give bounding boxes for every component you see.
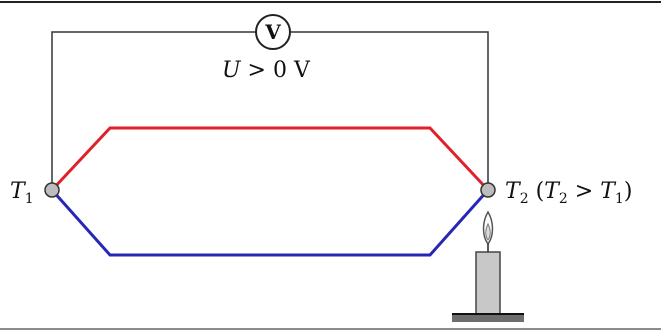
junction-left: [44, 182, 60, 198]
junction-right: [480, 182, 496, 198]
voltage-reading-label: U > 0 V: [222, 58, 311, 83]
junction-left-label: T1: [10, 179, 34, 207]
wire-voltmeter-to-right: [290, 31, 489, 190]
junction-left-var: T: [10, 179, 27, 204]
wire-left-to-voltmeter: [51, 31, 256, 190]
junction-right-cond-sub2: 1: [615, 191, 624, 207]
junction-right-var: T: [505, 179, 522, 204]
metal-b-wire: [50, 189, 490, 257]
candle-body: [475, 251, 501, 315]
junction-right-cond-sub: 2: [559, 191, 568, 207]
voltage-variable: U: [222, 58, 242, 83]
junction-right-paren-close: ): [624, 179, 633, 204]
junction-right-cond-var2: T: [600, 179, 617, 204]
junction-right-sub: 2: [520, 191, 529, 207]
voltmeter-circle: [255, 14, 291, 50]
junction-right-label: T2 (T2 > T1): [505, 179, 632, 207]
candle-stand: [452, 314, 524, 322]
metal-a-wire: [50, 126, 490, 192]
voltage-condition: > 0 V: [241, 58, 311, 83]
voltmeter-circuit: V: [51, 14, 489, 190]
voltmeter-symbol: V: [264, 20, 281, 44]
junction-right-operator: >: [568, 179, 600, 204]
junction-right-paren-open: (: [529, 179, 545, 204]
candle: [452, 210, 524, 322]
junction-right-cond-var: T: [544, 179, 561, 204]
candle-flame-core: [485, 222, 491, 241]
junction-left-sub: 1: [25, 191, 34, 207]
